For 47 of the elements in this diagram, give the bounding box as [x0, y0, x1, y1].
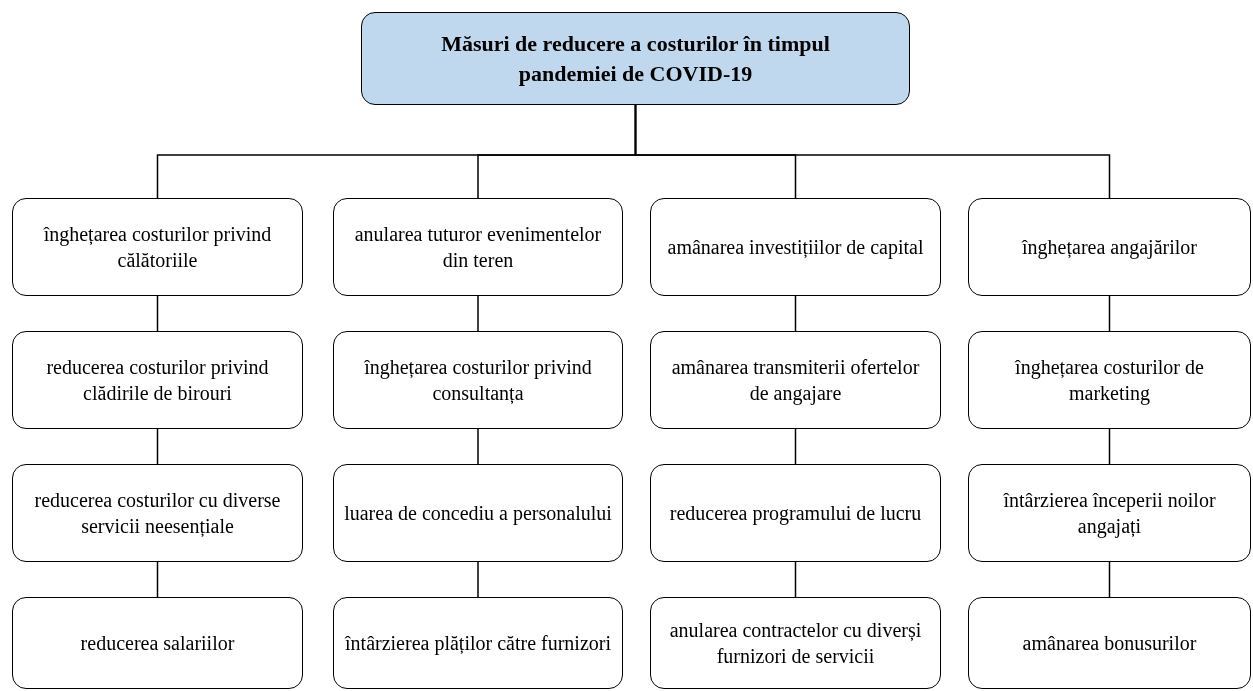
- connector-line: [477, 295, 479, 332]
- title-text: Măsuri de reducere a costurilor în timpul pandemiei de COVID-19: [440, 30, 831, 88]
- measure-box: [12, 464, 303, 562]
- connector-line: [156, 295, 159, 332]
- box-text: amânarea bonusurilor: [1022, 630, 1197, 656]
- box-text: înghețarea costurilor privind călătoriile: [42, 221, 273, 273]
- measure-box: [12, 198, 303, 296]
- measure-box: [650, 464, 941, 562]
- connector-line: [156, 428, 159, 465]
- connector-line: [1108, 428, 1111, 465]
- connector-line: [794, 561, 797, 598]
- measure-box: [650, 198, 941, 296]
- connector-line: [1108, 295, 1111, 332]
- measure-box: [333, 198, 623, 296]
- measure-box: [968, 464, 1251, 562]
- measure-box: [333, 597, 623, 689]
- measure-box: [968, 331, 1251, 429]
- connector-line: [477, 428, 479, 465]
- connector-line: [477, 561, 479, 598]
- box-text: înghețarea angajărilor: [1022, 234, 1197, 261]
- connector-line: [794, 428, 797, 465]
- box-text: reducerea programului de lucru: [669, 500, 922, 527]
- measure-box: [12, 331, 303, 429]
- title-box: [361, 12, 910, 105]
- measure-box: [12, 597, 303, 689]
- box-text: întârzierea începerii noilor angajați: [1002, 487, 1217, 540]
- box-text: luarea de concediu a personalului: [344, 500, 612, 527]
- box-text: anularea tuturor evenimentelor din teren: [353, 221, 603, 273]
- measure-box: [333, 464, 623, 562]
- box-text: reducerea salariilor: [80, 630, 235, 656]
- box-text: amânarea transmiterii ofertelor de angajare: [670, 354, 921, 407]
- measure-box: [650, 597, 941, 689]
- box-text: reducerea costurilor cu diverse servicii neesențiale: [33, 487, 282, 539]
- measure-box: [968, 198, 1251, 296]
- measure-box: [650, 331, 941, 429]
- box-text: anularea contractelor cu diverși furnizori de servicii: [668, 617, 923, 669]
- connector-line: [794, 295, 797, 332]
- box-text: reducerea costurilor privind clădirile de birouri: [45, 354, 270, 406]
- box-text: înghețarea costurilor de marketing: [1013, 354, 1205, 407]
- connector-line: [634, 104, 1111, 199]
- connector-line: [156, 561, 159, 598]
- measure-box: [333, 331, 623, 429]
- box-text: întârzierea plăților către furnizori: [345, 630, 611, 657]
- box-text: înghețarea costurilor privind consultanța: [363, 354, 593, 406]
- measure-box: [968, 597, 1251, 689]
- box-text: amânarea investițiilor de capital: [667, 234, 924, 261]
- connector-line: [1108, 561, 1111, 598]
